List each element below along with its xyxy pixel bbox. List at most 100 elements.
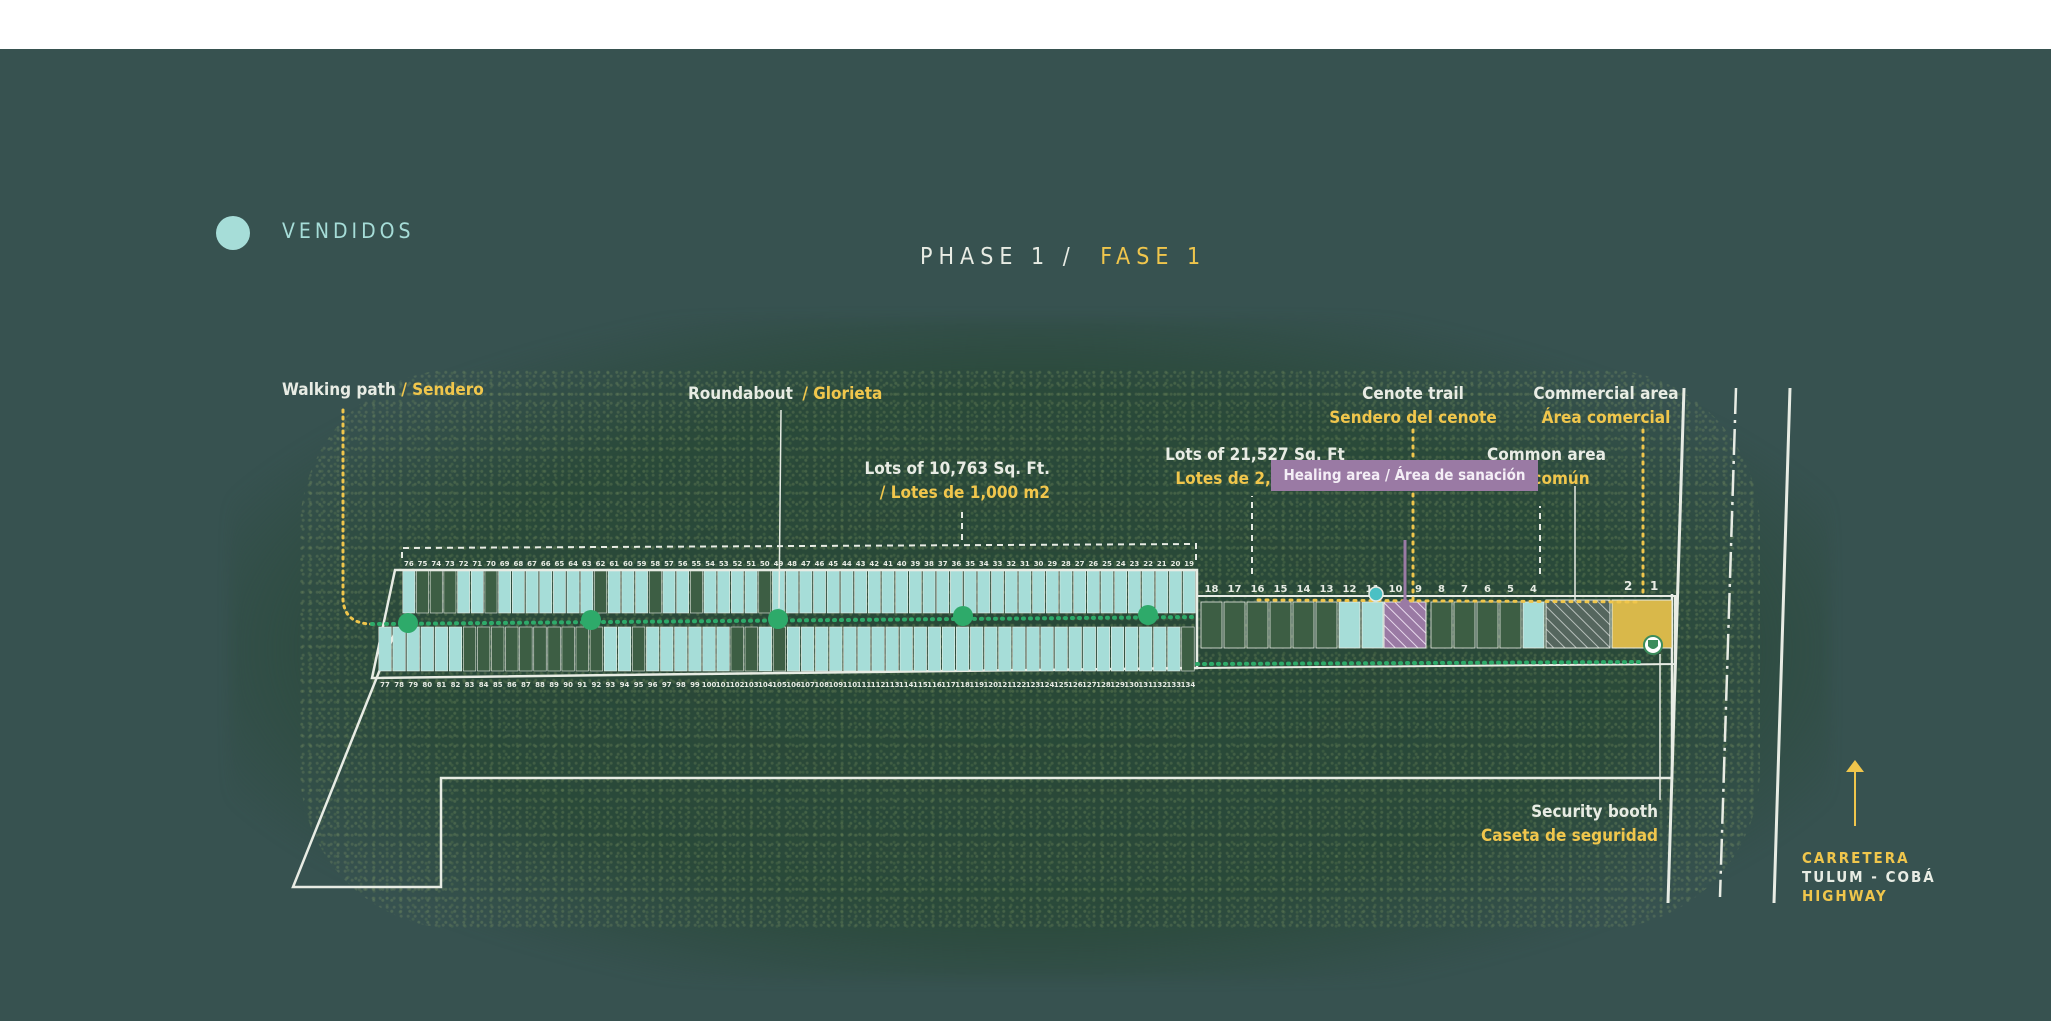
bottom-lot-number-120: 120	[983, 681, 998, 689]
bottom-lot-107	[801, 626, 815, 672]
bottom-lot-97	[660, 626, 674, 672]
large-lot-number-14: 14	[1297, 584, 1311, 595]
top-lot-51	[744, 570, 758, 614]
bottom-lot-number-88: 88	[535, 681, 545, 689]
large-lot-number-7: 7	[1461, 584, 1468, 595]
top-lot-34	[977, 570, 991, 614]
bottom-lot-number-121: 121	[998, 681, 1013, 689]
bottom-lot-93	[603, 626, 617, 672]
bottom-lot-number-126: 126	[1068, 681, 1083, 689]
bottom-lot-131	[1139, 626, 1153, 672]
bottom-lot-83	[463, 626, 477, 672]
top-lot-20	[1169, 570, 1182, 614]
bottom-lot-127	[1082, 626, 1096, 672]
highway-label-line1: CARRETERA	[1802, 849, 1910, 867]
bottom-lot-number-98: 98	[676, 681, 686, 689]
bottom-lot-119	[970, 626, 984, 672]
top-lot-number-65: 65	[555, 560, 565, 568]
top-lot-48	[785, 570, 799, 614]
bottom-lot-134	[1181, 626, 1195, 672]
bottom-lot-number-112: 112	[871, 681, 886, 689]
top-lot-number-30: 30	[1034, 560, 1044, 568]
bottom-lot-111	[857, 626, 871, 672]
top-lot-70	[484, 570, 498, 614]
bottom-lot-108	[815, 626, 829, 672]
bottom-lot-number-133: 133	[1167, 681, 1182, 689]
bottom-lot-number-83: 83	[465, 681, 475, 689]
bottom-lot-88	[533, 626, 547, 672]
bottom-lot-number-117: 117	[941, 681, 956, 689]
bottom-lot-number-130: 130	[1124, 681, 1139, 689]
top-lot-number-58: 58	[650, 560, 660, 568]
top-lot-25	[1100, 570, 1114, 614]
bottom-lot-116	[927, 626, 941, 672]
large-lot-number-15: 15	[1274, 584, 1288, 595]
roundabout	[1138, 605, 1158, 625]
top-lot-74	[429, 570, 443, 614]
bottom-lot-110	[843, 626, 857, 672]
lot-block-large-outline	[1196, 595, 1676, 669]
bottom-lot-number-96: 96	[648, 681, 658, 689]
top-lot-number-37: 37	[938, 560, 948, 568]
bottom-lot-number-77: 77	[380, 681, 390, 689]
bottom-lot-85	[491, 626, 505, 672]
top-lot-number-62: 62	[596, 560, 606, 568]
top-lot-42	[867, 570, 881, 614]
top-lot-54	[703, 570, 717, 614]
top-lot-29	[1045, 570, 1059, 614]
highway-label-line2: TULUM - COBÁ	[1802, 868, 1936, 886]
legend-sold-label: VENDIDOS	[282, 219, 415, 243]
top-lot-33	[991, 570, 1004, 614]
large-lot-4	[1522, 601, 1545, 649]
top-lot-number-52: 52	[733, 560, 743, 568]
bottom-lot-number-109: 109	[828, 681, 843, 689]
large-lot-12	[1338, 601, 1361, 649]
top-lot-number-55: 55	[691, 560, 701, 568]
top-lot-number-35: 35	[965, 560, 975, 568]
top-lot-72	[457, 570, 470, 614]
bottom-lot-99	[688, 626, 702, 672]
bottom-lot-number-110: 110	[843, 681, 858, 689]
top-lot-68	[512, 570, 525, 614]
large-lot-row: 181716151413121110987654	[1200, 584, 1545, 649]
top-lot-number-75: 75	[418, 560, 428, 568]
roundabout	[953, 606, 973, 626]
top-lot-number-54: 54	[705, 560, 715, 568]
top-lot-76	[402, 570, 416, 614]
walking-path-label-en: Walking path	[282, 380, 396, 400]
bottom-lot-number-78: 78	[394, 681, 404, 689]
bottom-lot-129	[1110, 626, 1125, 672]
top-lot-number-51: 51	[746, 560, 756, 568]
top-lot-27	[1073, 570, 1086, 614]
large-lot-17	[1223, 601, 1246, 649]
cenote-marker	[1368, 586, 1384, 602]
top-lot-number-47: 47	[801, 560, 811, 568]
top-lot-number-26: 26	[1088, 560, 1098, 568]
top-lot-66	[539, 570, 553, 614]
top-lot-69	[498, 570, 512, 614]
top-lot-44	[840, 570, 854, 614]
bottom-lot-122	[1012, 626, 1026, 672]
bottom-lot-102	[730, 626, 744, 672]
bottom-lot-94	[617, 626, 632, 672]
highway-label: CARRETERA TULUM - COBÁ HIGHWAY	[1802, 849, 1936, 906]
bottom-lot-106	[786, 626, 801, 672]
top-lot-58	[648, 570, 662, 614]
top-lot-number-41: 41	[883, 560, 893, 568]
top-lot-60	[621, 570, 635, 614]
bottom-lot-92	[589, 626, 603, 672]
bottom-lot-95	[632, 626, 646, 672]
top-lot-number-66: 66	[541, 560, 551, 568]
bottom-lot-number-80: 80	[422, 681, 432, 689]
large-lot-15	[1269, 601, 1292, 649]
healing-area-lot	[1383, 601, 1427, 649]
bottom-lot-number-116: 116	[927, 681, 942, 689]
bottom-lot-84	[477, 626, 491, 672]
lots-small-label: Lots of 10,763 Sq. Ft. / Lotes de 1,000 …	[850, 457, 1050, 505]
large-lot-number-10: 10	[1389, 584, 1403, 595]
bottom-lot-number-97: 97	[662, 681, 672, 689]
top-lot-28	[1059, 570, 1073, 614]
roundabout	[581, 610, 601, 630]
